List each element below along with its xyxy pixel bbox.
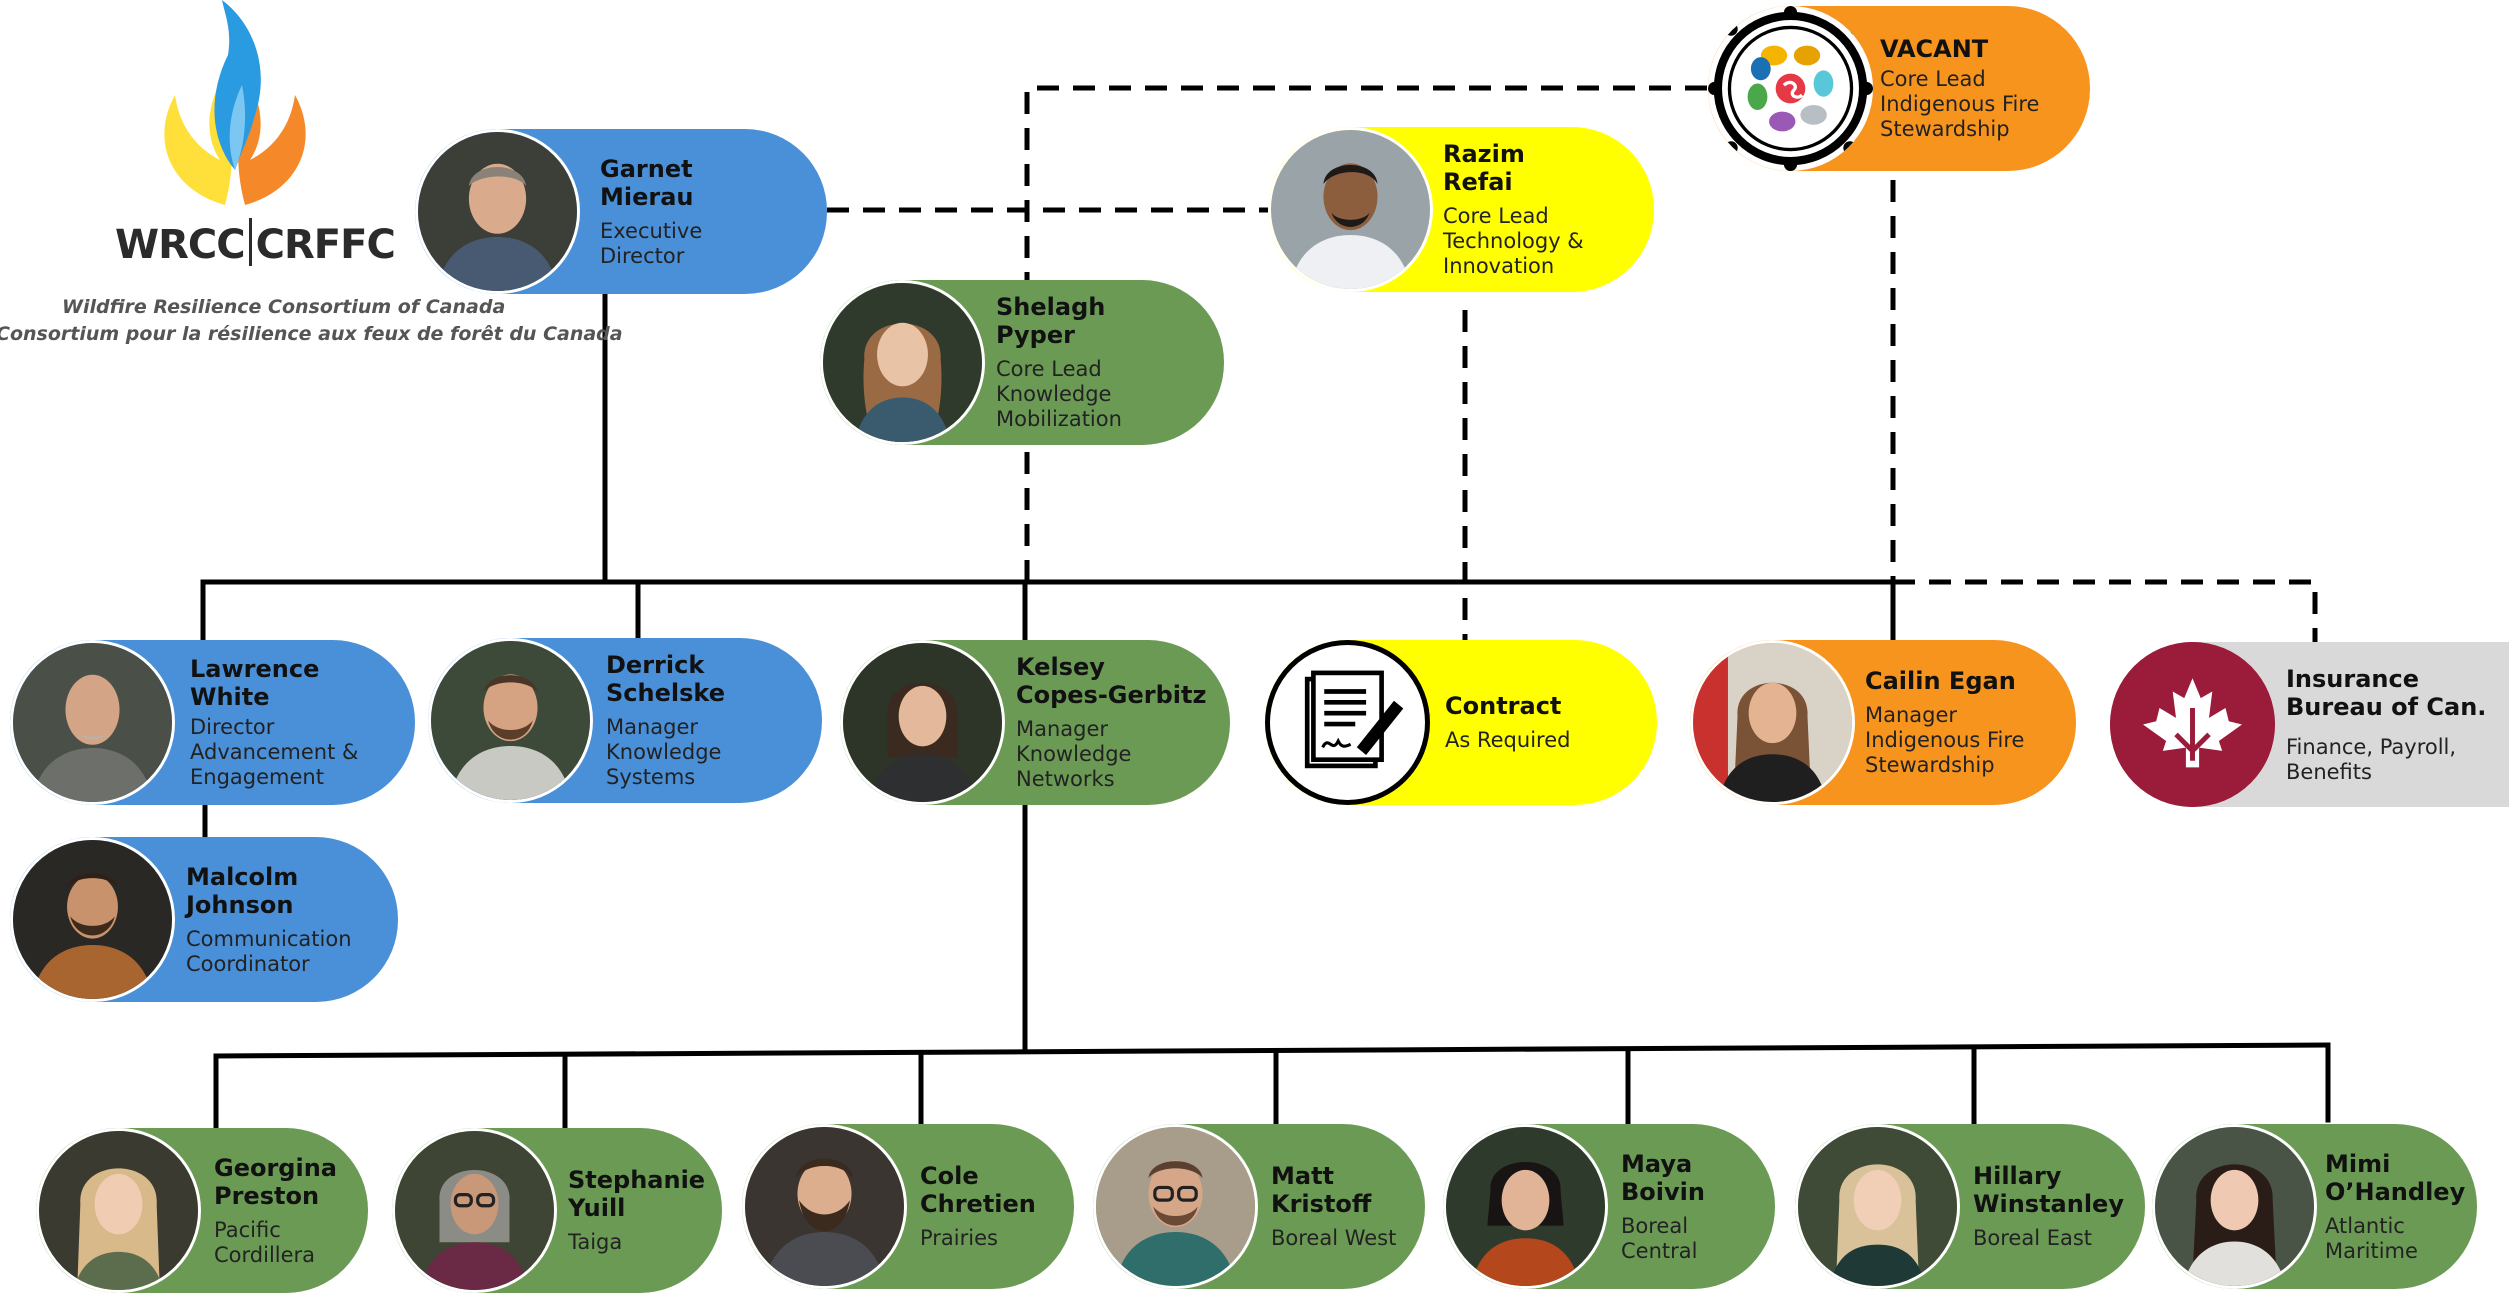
person-photo-icon [13,840,172,999]
person-name: Georgina Preston [214,1153,337,1210]
person-name: Maya Boivin [1621,1149,1705,1206]
card-derrick-schelske: Derrick Schelske Manager Knowledge Syste… [428,638,822,803]
person-name: Cole Chretien [920,1162,1036,1218]
person-name: Lawrence White [190,655,320,711]
contract-document-icon [1304,670,1404,769]
person-photo-icon [843,643,1002,802]
card-matt-kristoff: Matt Kristoff Boreal West [1093,1124,1425,1289]
person-photo-icon [1446,1127,1605,1286]
card-cailin-egan: Cailin Egan Manager Indigenous Fire Stew… [1690,640,2076,805]
avatar [1708,6,1873,171]
card-insurance-bureau: Insurance Bureau of Can. Finance, Payrol… [2110,642,2509,807]
logo-name-french: Consortium pour la résilience aux feux d… [0,323,623,345]
avatar [36,1128,201,1293]
person-role: Taiga [568,1230,623,1254]
card-kelsey-copes-gerbitz: Kelsey Copes-Gerbitz Manager Knowledge N… [840,640,1230,805]
person-role: Finance, Payroll, Benefits [2286,734,2457,784]
avatar [820,280,985,445]
avatar [2110,642,2275,807]
person-photo-icon [1693,643,1852,802]
avatar [392,1128,557,1293]
card-maya-boivin: Maya Boivin Boreal Central [1443,1124,1775,1289]
avatar [1443,1124,1608,1289]
card-contract: Contract As Required [1265,640,1657,805]
avatar [10,837,175,1002]
person-role: Manager Knowledge Networks [1016,717,1132,791]
card-razim-refai: Razim Refai Core Lead Technology & Innov… [1268,127,1654,292]
avatar [428,638,593,803]
card-georgina-preston: Georgina Preston Pacific Cordillera [36,1128,368,1293]
person-role: Communication Coordinator [186,926,352,976]
person-name: Contract [1445,692,1562,720]
person-role: Boreal Central [1621,1213,1698,1263]
person-name: Hillary Winstanley [1973,1162,2124,1218]
avatar [1268,127,1433,292]
person-photo-icon [1798,1127,1957,1286]
avatar [1265,640,1430,805]
person-photo-icon [823,283,982,442]
connector-dashed [1893,579,2318,645]
logo-name-english: Wildfire Resilience Consortium of Canada [62,296,506,318]
person-name: VACANT [1880,35,1989,63]
avatar [10,640,175,805]
person-role: Director Advancement & Engagement [190,715,359,789]
person-photo-icon [431,641,590,800]
medicine-wheel-icon [1708,6,1873,171]
avatar [1795,1124,1960,1289]
person-role: Boreal East [1973,1226,2093,1250]
avatar [840,640,1005,805]
person-photo-icon [418,132,577,291]
card-mimi-ohandley: Mimi O’Handley Atlantic Maritime [2152,1124,2477,1289]
person-role: Core Lead Indigenous Fire Stewardship [1880,67,2040,141]
card-lawrence-white: Lawrence White Director Advancement & En… [10,640,415,805]
person-role: Executive Director [600,218,703,268]
person-role: Core Lead Technology & Innovation [1443,204,1584,278]
card-shelagh-pyper: Shelagh Pyper Core Lead Knowledge Mobili… [820,280,1224,445]
person-name: Stephanie Yuill [568,1166,706,1222]
person-role: Manager Knowledge Systems [606,715,722,789]
avatar [742,1124,907,1289]
person-name: Kelsey Copes-Gerbitz [1016,653,1207,709]
avatar [415,129,580,294]
avatar [1690,640,1855,805]
person-role: Atlantic Maritime [2325,1213,2418,1263]
flame-logo-icon [164,0,306,205]
person-name: Matt Kristoff [1271,1162,1372,1218]
card-garnet-mierau: Garnet Mierau Executive Director [415,129,827,294]
person-photo-icon [1271,130,1430,289]
person-role: Manager Indigenous Fire Stewardship [1865,703,2025,777]
person-role: Prairies [920,1226,998,1250]
person-role: Core Lead Knowledge Mobilization [996,357,1122,431]
person-photo-icon [395,1131,554,1290]
avatar [1093,1124,1258,1289]
person-name: Razim Refai [1443,140,1525,196]
person-role: As Required [1445,728,1571,752]
person-name: Mimi O’Handley [2325,1149,2466,1206]
person-name: Derrick Schelske [606,651,725,707]
person-name: Cailin Egan [1865,667,2016,695]
connector-solid [213,1042,2331,1059]
person-photo-icon [13,643,172,802]
person-photo-icon [39,1131,198,1290]
person-name: Shelagh Pyper [996,293,1106,349]
avatar [2152,1124,2317,1289]
person-name: Garnet Mierau [600,154,694,211]
person-photo-icon [2155,1127,2314,1286]
card-stephanie-yuill: Stephanie Yuill Taiga [392,1128,722,1293]
card-hillary-winstanley: Hillary Winstanley Boreal East [1795,1124,2145,1289]
card-cole-chretien: Cole Chretien Prairies [742,1124,1074,1289]
maple-leaf-logo-icon [2110,642,2275,807]
person-photo-icon [745,1127,904,1286]
card-vacant: VACANT Core Lead Indigenous Fire Steward… [1708,6,2090,171]
person-role: Pacific Cordillera [214,1217,316,1267]
person-photo-icon [1096,1127,1255,1286]
person-name: Malcolm Johnson [186,862,299,919]
person-name: Insurance Bureau of Can. [2286,664,2487,721]
card-malcolm-johnson: Malcolm Johnson Communication Coordinato… [10,837,398,1002]
person-role: Boreal West [1271,1226,1397,1250]
